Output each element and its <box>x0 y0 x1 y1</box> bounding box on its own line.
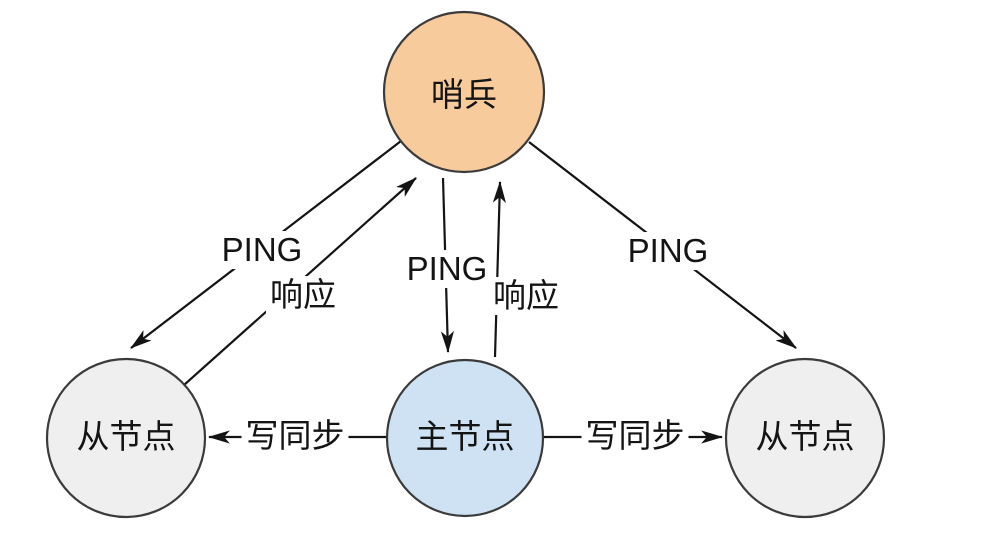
edge-label-write-sync-left: 写同步 <box>241 417 349 455</box>
slave-right-node-label: 从节点 <box>755 418 855 456</box>
edge-label-ping-middle: PING <box>402 250 492 288</box>
sentinel-node <box>382 10 546 174</box>
edge-label-ping-right: PING <box>623 232 713 270</box>
edge-label-response-middle: 响应 <box>489 277 563 315</box>
slave-left-node-label: 从节点 <box>76 418 176 456</box>
slave-left-node <box>45 357 207 519</box>
master-node-label: 主节点 <box>415 418 515 456</box>
edge-label-write-sync-right: 写同步 <box>581 417 689 455</box>
edge-label-ping-left: PING <box>217 231 307 269</box>
master-node <box>385 358 545 518</box>
edge-label-response-left: 响应 <box>266 276 340 314</box>
sentinel-node-label: 哨兵 <box>431 76 497 114</box>
slave-right-node <box>724 357 886 519</box>
arrow-response-master-to-sentinel <box>492 180 507 358</box>
